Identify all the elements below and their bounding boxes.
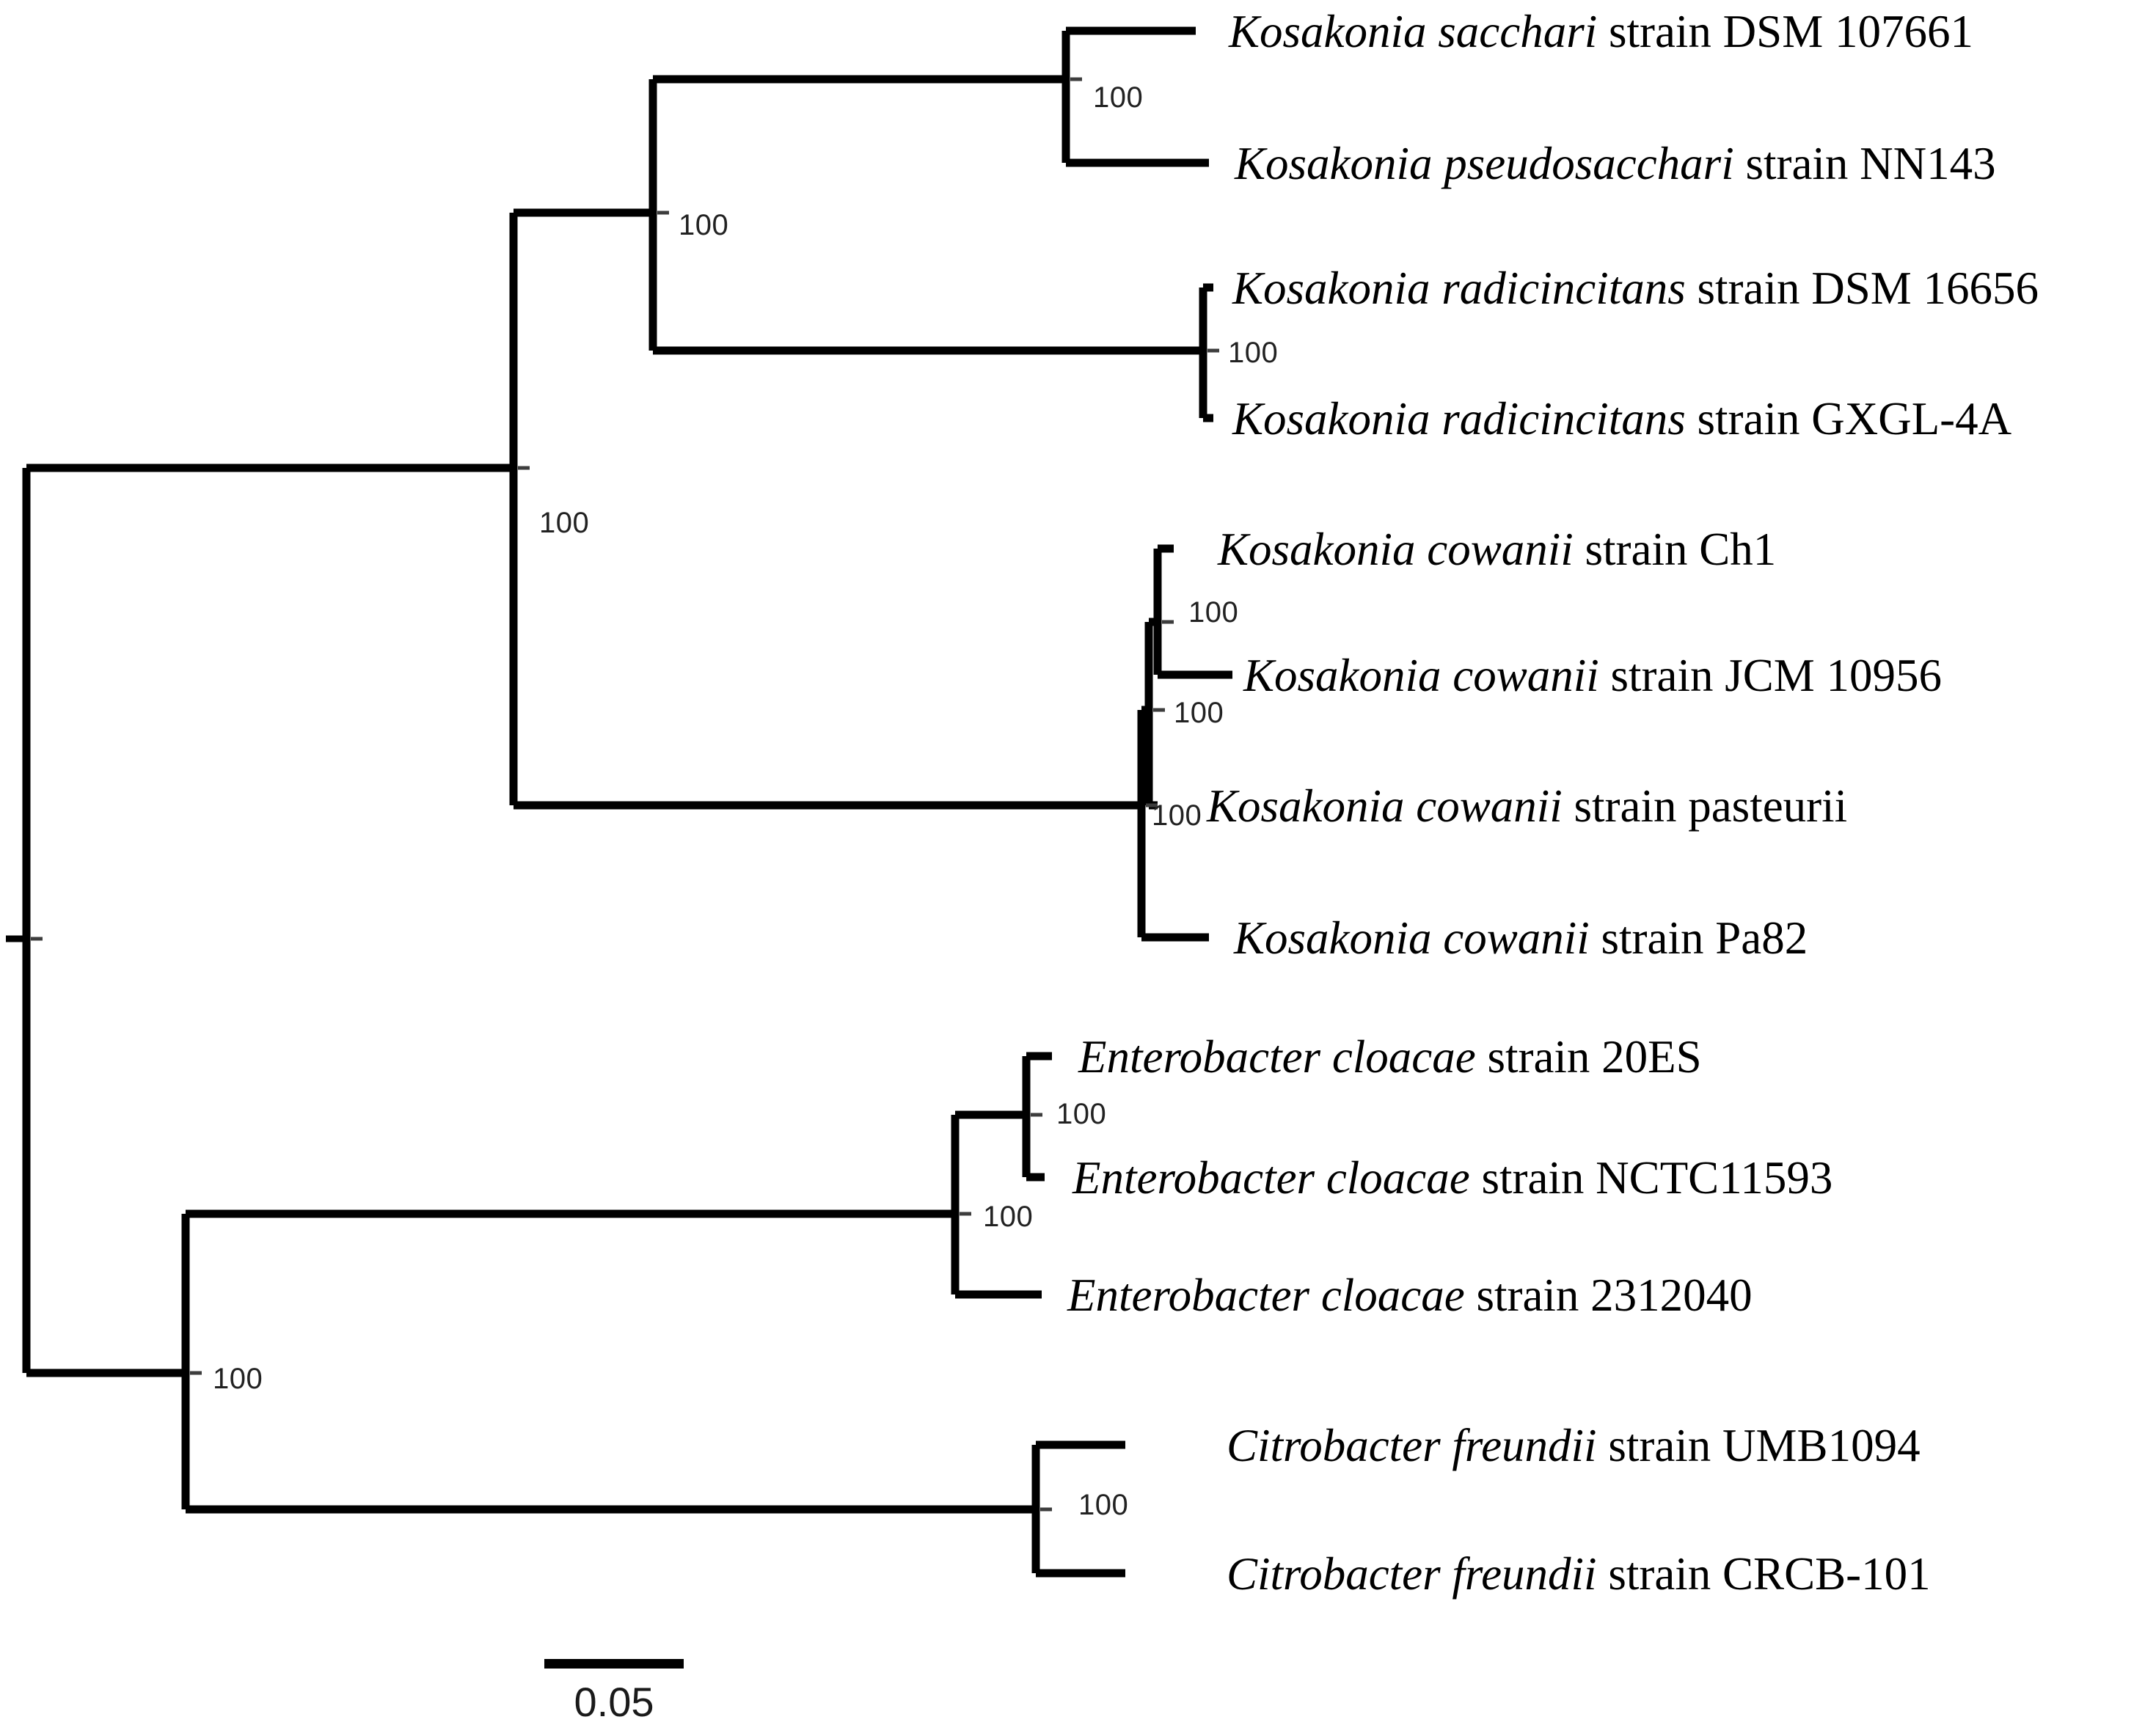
taxon-label: Kosakonia cowanii strain JCM 10956 [1243,650,1942,701]
bootstrap-support-label: 100 [1228,337,1278,369]
taxon-strain-name: strain GXGL-4A [1697,393,2011,444]
bootstrap-support-label: 100 [1152,799,1202,832]
scale-bar-rule [544,1659,684,1669]
taxon-species-name: Kosakonia sacchari [1228,6,1609,57]
taxon-label: Enterobacter cloacae strain 20ES [1078,1031,1702,1083]
taxon-label: Citrobacter freundii strain CRCB-101 [1227,1548,1931,1600]
taxon-strain-name: strain JCM 10956 [1611,650,1943,701]
taxon-strain-name: strain NN143 [1745,138,1995,189]
taxon-species-name: Enterobacter cloacae [1072,1152,1481,1204]
taxon-species-name: Kosakonia cowanii [1217,524,1585,575]
scale-bar-label: 0.05 [574,1679,654,1725]
bootstrap-support-label: 100 [1188,596,1238,629]
taxon-strain-name: strain Pa82 [1601,912,1808,964]
bootstrap-support-label: 100 [983,1201,1033,1233]
taxon-label: Citrobacter freundii strain UMB1094 [1227,1420,1921,1471]
bootstrap-support-label: 100 [679,209,728,241]
taxon-strain-name: strain NCTC11593 [1481,1152,1832,1204]
taxon-label: Kosakonia pseudosacchari strain NN143 [1234,138,1996,189]
taxon-strain-name: strain pasteurii [1574,780,1848,832]
taxon-species-name: Kosakonia cowanii [1233,912,1601,964]
taxon-strain-name: strain DSM 16656 [1697,263,2039,314]
taxon-strain-name: strain 20ES [1487,1031,1701,1083]
taxon-species-name: Enterobacter cloacae [1078,1031,1487,1083]
taxon-species-name: Kosakonia radicincitans [1232,263,1697,314]
taxon-strain-name: strain UMB1094 [1608,1420,1920,1471]
taxon-label: Kosakonia sacchari strain DSM 107661 [1228,6,1973,57]
taxon-label: Kosakonia cowanii strain pasteurii [1206,780,1847,832]
bootstrap-support-label: 100 [1056,1098,1106,1130]
taxon-labels-group: Kosakonia sacchari strain DSM 107661Kosa… [1067,6,2039,1600]
taxon-species-name: Kosakonia cowanii [1206,780,1574,832]
bootstrap-support-label: 100 [1093,81,1143,114]
taxon-label: Kosakonia radicincitans strain GXGL-4A [1232,393,2012,444]
taxon-species-name: Citrobacter freundii [1227,1420,1608,1471]
taxon-species-name: Kosakonia radicincitans [1232,393,1697,444]
taxon-label: Enterobacter cloacae strain 2312040 [1067,1270,1753,1321]
taxon-species-name: Kosakonia cowanii [1243,650,1611,701]
taxon-species-name: Citrobacter freundii [1227,1548,1608,1600]
taxon-label: Enterobacter cloacae strain NCTC11593 [1072,1152,1832,1204]
bootstrap-support-label: 100 [1174,697,1224,729]
tree-branches-group [6,26,1232,1578]
taxon-strain-name: strain DSM 107661 [1609,6,1973,57]
support-values-group: 100 100 100 100 100 100 100 100 100 100 100 [213,81,1278,1521]
taxon-label: Kosakonia cowanii strain Pa82 [1233,912,1808,964]
taxon-strain-name: strain CRCB-101 [1608,1548,1930,1600]
taxon-strain-name: strain 2312040 [1476,1270,1752,1321]
bootstrap-support-label: 100 [213,1363,263,1395]
scale-bar: 0.05 [544,1659,684,1725]
taxon-label: Kosakonia radicincitans strain DSM 16656 [1232,263,2039,314]
bootstrap-support-label: 100 [1078,1489,1128,1521]
tree-node-ticks-group [31,77,1219,1512]
bootstrap-support-label: 100 [539,507,589,539]
taxon-species-name: Kosakonia pseudosacchari [1234,138,1745,189]
taxon-species-name: Enterobacter cloacae [1067,1270,1476,1321]
taxon-label: Kosakonia cowanii strain Ch1 [1217,524,1776,575]
taxon-strain-name: strain Ch1 [1585,524,1777,575]
